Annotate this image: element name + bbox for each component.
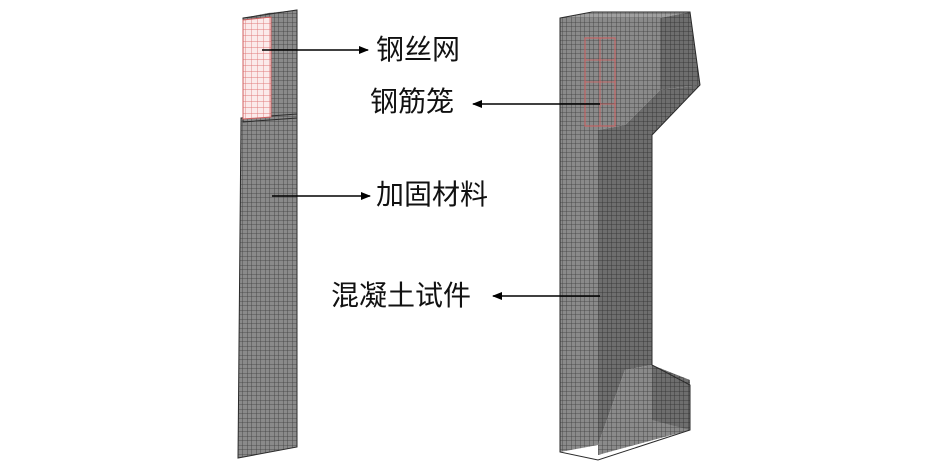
wire-mesh-label: 钢丝网	[376, 33, 461, 66]
rebar-cage-label: 钢筋笼	[370, 85, 455, 118]
concrete-specimen	[559, 11, 701, 461]
concrete-specimen-label: 混凝土试件	[331, 279, 472, 312]
reinforcement-material-label: 加固材料	[376, 178, 489, 211]
wire-mesh-region	[242, 16, 272, 120]
reinforcement-strip	[237, 9, 298, 459]
